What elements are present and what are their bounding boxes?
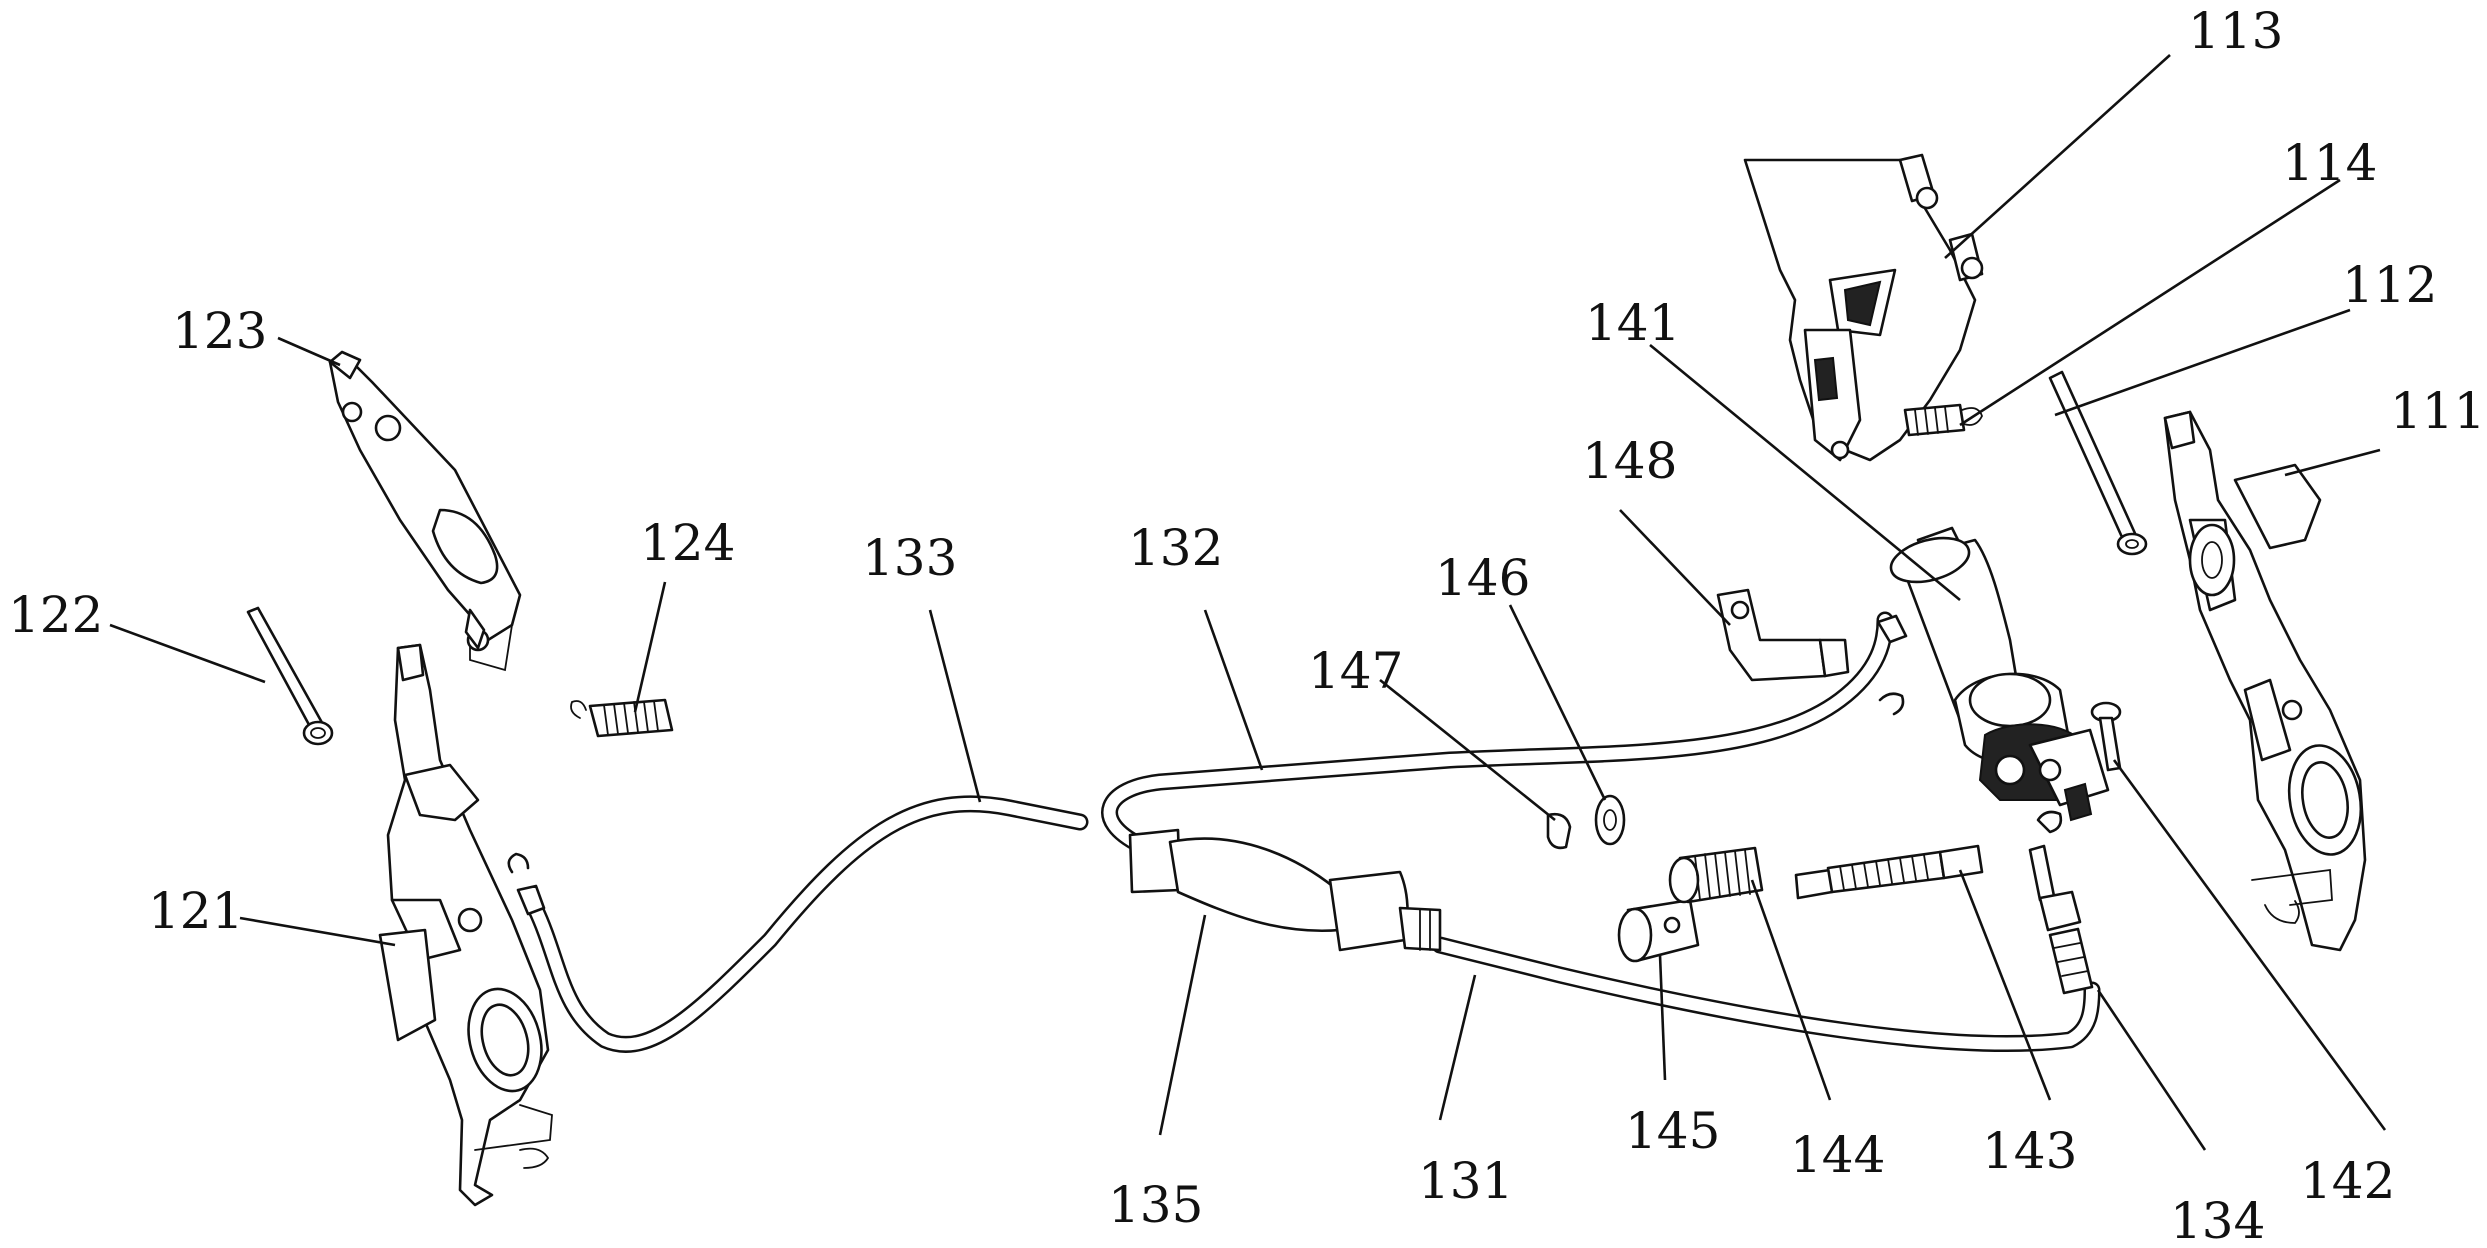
- label-142: 142: [2300, 1152, 2395, 1210]
- part-114-spring: [1905, 405, 1982, 435]
- label-112: 112: [2342, 256, 2437, 314]
- label-123: 123: [172, 302, 267, 360]
- label-121: 121: [148, 882, 243, 940]
- label-131: 131: [1418, 1152, 1513, 1210]
- label-111: 111: [2390, 382, 2485, 440]
- label-148: 148: [1582, 432, 1677, 490]
- part-143-screw: [1796, 846, 1982, 898]
- part-145-nut: [1619, 900, 1698, 961]
- reference-labels: 113 114 112 111 141 148 146 147 132 133 …: [8, 2, 2485, 1248]
- part-144-sleeve: [1670, 848, 1762, 902]
- label-147: 147: [1308, 642, 1403, 700]
- label-132: 132: [1128, 519, 1223, 577]
- part-135-junction: [1130, 830, 1440, 950]
- part-146-washer: [1596, 796, 1624, 844]
- label-144: 144: [1790, 1126, 1885, 1184]
- part-134-adjuster: [2030, 812, 2092, 993]
- label-146: 146: [1435, 549, 1530, 607]
- part-121-bracket: [380, 645, 552, 1205]
- part-124-spring: [571, 700, 672, 736]
- part-123-plate: [330, 352, 520, 670]
- part-122-pin: [248, 608, 332, 744]
- label-114: 114: [2282, 134, 2377, 192]
- label-143: 143: [1982, 1122, 2077, 1180]
- cable-133: [535, 804, 1080, 1045]
- label-135: 135: [1108, 1176, 1203, 1234]
- label-124: 124: [640, 514, 735, 572]
- part-148-bracket: [1718, 590, 1848, 680]
- label-145: 145: [1625, 1102, 1720, 1160]
- label-113: 113: [2188, 2, 2283, 60]
- label-141: 141: [1585, 294, 1680, 352]
- cable-133-end-fitting: [509, 854, 544, 914]
- label-122: 122: [8, 586, 103, 644]
- part-147-clip: [1548, 814, 1570, 848]
- part-141-motor: [1886, 528, 2108, 820]
- label-134: 134: [2170, 1192, 2265, 1248]
- label-133: 133: [862, 529, 957, 587]
